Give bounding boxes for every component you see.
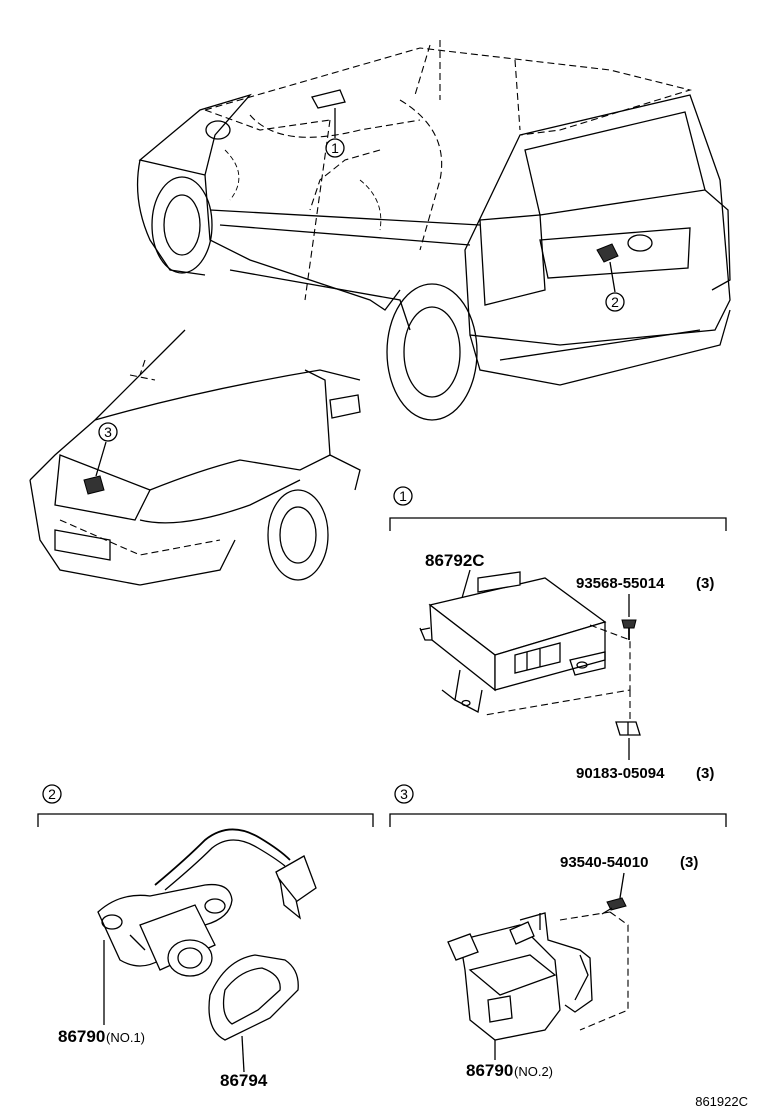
screw-93568-qty: (3) <box>696 575 714 592</box>
part-86792c-label: 86792C <box>425 551 485 570</box>
part-86790-no1-label: 86790 <box>58 1027 105 1046</box>
part-86790-no1-sub: (NO.1) <box>106 1030 145 1045</box>
screw-93540-drawing <box>601 897 627 915</box>
nut-90183-label: 90183-05094 <box>576 765 665 782</box>
nut-90183-qty: (3) <box>696 765 714 782</box>
nut-90183-drawing <box>615 721 641 736</box>
callout-1: 1 <box>325 138 345 158</box>
group-2-number: 2 <box>48 786 56 802</box>
figure-code: 861922C <box>695 1094 748 1109</box>
leader-86794 <box>241 1035 245 1073</box>
group-1-section: 1 86792C 93568-55014 (3) 90183-05094 (3) <box>389 486 727 782</box>
group-3-section: 3 93540-54010 (3) 86790 (NO.2) <box>389 784 727 1080</box>
part-86790-no2-sub: (NO.2) <box>514 1064 553 1079</box>
vehicle-front-illustration <box>29 329 361 586</box>
screw-93540-label: 93540-54010 <box>560 854 648 871</box>
ecu-86792c-drawing <box>419 571 631 720</box>
group-1-bracket <box>389 517 727 531</box>
camera-86790-no1-drawing <box>97 828 317 977</box>
callout-2: 2 <box>605 292 625 312</box>
cover-86794-drawing <box>208 954 299 1041</box>
group-3-bracket <box>389 813 727 827</box>
callout-3: 3 <box>98 422 118 442</box>
screw-93568-label: 93568-55014 <box>576 575 665 592</box>
part-86794-label: 86794 <box>220 1071 268 1090</box>
group-1-number: 1 <box>399 488 407 504</box>
vehicle-rear-illustration <box>136 40 731 421</box>
group-2-section: 2 86790 (NO.1) 86794 <box>37 784 374 1090</box>
screw-93568-drawing <box>621 619 637 640</box>
camera-86790-no2-drawing <box>447 911 629 1041</box>
group-3-number: 3 <box>400 786 408 802</box>
callout-3-number: 3 <box>104 424 112 440</box>
callout-1-number: 1 <box>331 140 339 156</box>
callout-2-number: 2 <box>611 294 619 310</box>
part-86790-no2-label: 86790 <box>466 1061 513 1080</box>
screw-93540-qty: (3) <box>680 854 698 871</box>
group-2-bracket <box>37 813 374 827</box>
